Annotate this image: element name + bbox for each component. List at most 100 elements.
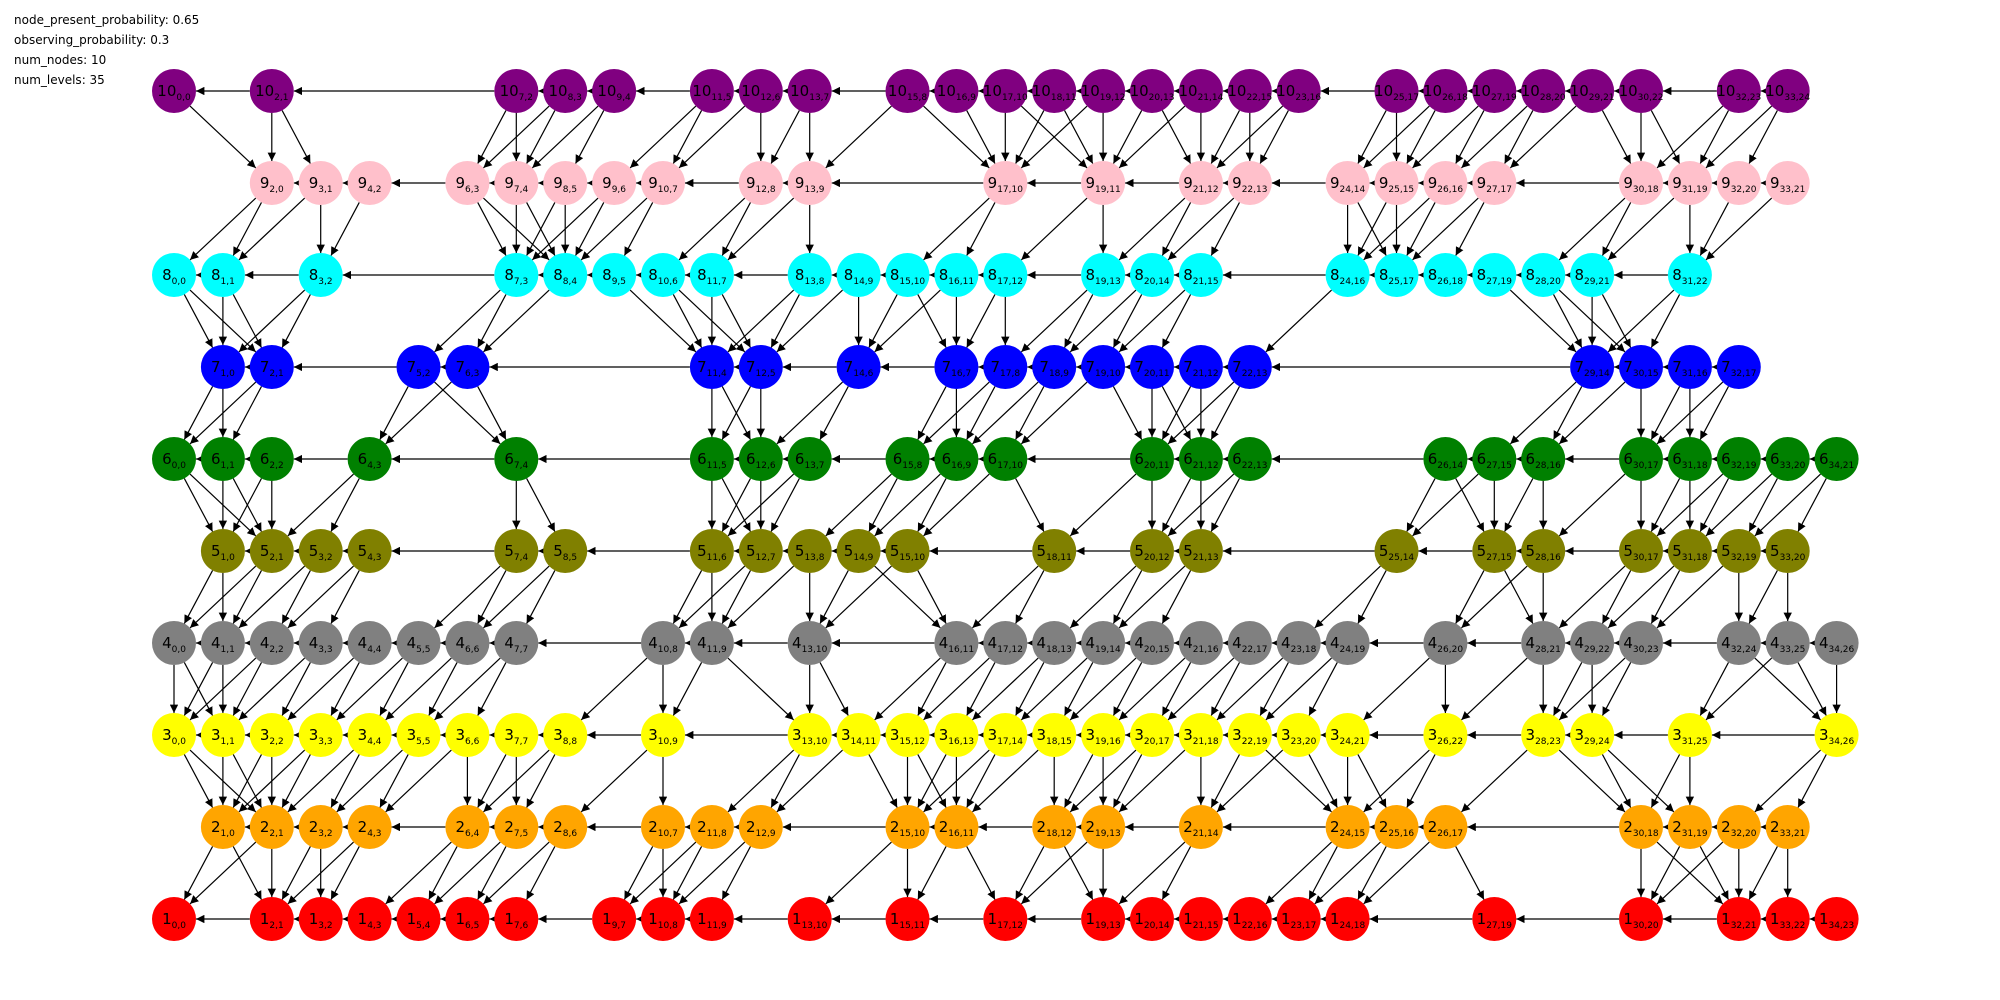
edge-cross-6-22-to-5-21 [1210, 478, 1241, 532]
node-circle [983, 161, 1028, 205]
edge-cross-5-27-to-4-26 [1455, 570, 1485, 624]
edge-cross-7-5-to-6-7 [434, 381, 501, 445]
edge-cross-6-12-to-5-11 [721, 478, 752, 532]
edge-cross-10-20-to-9-21 [1161, 110, 1192, 164]
edge-cross-2-16-to-1-17 [966, 846, 996, 900]
edge-cross-3-22-to-2-24 [1265, 749, 1332, 813]
graph-node-9-30-18: 930,18 [1619, 161, 1663, 205]
edge-cross-10-18-to-9-17 [1015, 110, 1045, 164]
node-label: 31,1 [211, 726, 235, 747]
node-circle [738, 69, 783, 113]
graph-node-8-19-13: 819,13 [1081, 253, 1126, 297]
edge-cross-9-27-to-8-25 [1412, 197, 1479, 261]
node-label: 21,0 [211, 818, 235, 839]
edge-cross-4-10-to-3-8 [580, 657, 648, 721]
edge-cross-10-27-to-9-26 [1455, 110, 1485, 164]
edge-cross-7-17-to-6-16 [966, 386, 996, 440]
graph-node-8-21-15: 821,15 [1178, 253, 1223, 297]
node-circle [1472, 161, 1517, 205]
graph-node-10-33-24: 1033,24 [1765, 69, 1810, 113]
edge-cross-4-32-to-3-31 [1699, 662, 1730, 716]
node-circle [885, 713, 930, 757]
node-label: 328,23 [1526, 726, 1561, 747]
edge-cross-2-8-to-1-6 [483, 841, 550, 905]
node-circle [1814, 437, 1859, 481]
node-label: 410,8 [648, 634, 678, 655]
node-label: 317,14 [988, 726, 1024, 747]
node-label: 219,13 [1085, 818, 1120, 839]
node-label: 1027,19 [1472, 82, 1517, 103]
edge-cross-10-28-to-9-27 [1504, 110, 1534, 164]
edge-cross-9-10-to-8-8 [580, 197, 648, 261]
edge-cross-6-17-to-5-18 [1015, 478, 1045, 532]
node-label: 22,1 [260, 818, 284, 839]
node-circle [885, 437, 930, 481]
graph-node-2-26-17: 226,17 [1423, 805, 1468, 849]
graph-node-4-29-22: 429,22 [1570, 621, 1615, 665]
graph-node-7-14-6: 714,6 [836, 345, 881, 389]
graph-node-6-17-10: 617,10 [983, 437, 1028, 481]
node-label: 123,17 [1281, 910, 1316, 931]
node-label: 83,2 [309, 266, 333, 287]
graph-node-8-10-6: 810,6 [641, 253, 685, 297]
graph-node-10-16-9: 1016,9 [934, 69, 979, 113]
node-label: 80,0 [162, 266, 186, 287]
node-circle [200, 529, 245, 573]
edge-cross-8-7-to-7-6 [477, 294, 507, 348]
edge-cross-6-33-to-5-32 [1748, 478, 1778, 532]
graph-node-5-11-6: 511,6 [689, 529, 734, 573]
node-label: 321,18 [1183, 726, 1219, 747]
graph-node-9-32-20: 932,20 [1716, 161, 1761, 205]
graph-node-5-2-1: 52,1 [249, 529, 294, 573]
graph-node-8-27-19: 827,19 [1472, 253, 1517, 297]
graph-node-8-9-5: 89,5 [592, 253, 637, 297]
edge-cross-2-21-to-1-19 [1118, 841, 1186, 905]
node-circle [787, 253, 832, 297]
graph-node-4-28-21: 428,21 [1521, 621, 1566, 665]
graph-node-10-26-18: 1026,18 [1423, 69, 1468, 113]
node-label: 921,12 [1183, 174, 1218, 195]
graph-node-2-33-21: 233,21 [1765, 805, 1810, 849]
node-label: 43,3 [309, 634, 333, 655]
edge-cross-7-14-to-6-13 [819, 386, 849, 440]
graph-node-3-24-21: 324,21 [1325, 713, 1370, 757]
node-circle [543, 805, 588, 849]
graph-node-1-21-15: 121,15 [1178, 897, 1223, 941]
node-label: 520,12 [1134, 542, 1169, 563]
edge-cross-2-25-to-1-23 [1314, 841, 1381, 905]
edge-cross-10-33-to-9-32 [1748, 110, 1778, 164]
graph-node-4-10-8: 410,8 [641, 621, 685, 665]
node-circle [1032, 69, 1077, 113]
edge-cross-2-12-to-1-11 [721, 846, 752, 900]
graph-node-1-27-19: 127,19 [1472, 897, 1517, 941]
edge-cross-5-1-to-4-0 [183, 570, 214, 624]
edge-cross-3-29-to-2-31 [1607, 749, 1675, 813]
node-circle [1081, 253, 1126, 297]
node-label: 326,22 [1428, 726, 1463, 747]
graph-node-5-15-10: 515,10 [885, 529, 930, 573]
node-circle [1178, 713, 1223, 757]
edge-cross-4-33-to-3-31 [1705, 657, 1773, 721]
node-circle [1178, 897, 1223, 941]
node-circle [1619, 529, 1663, 573]
graph-node-1-15-11: 115,11 [885, 897, 930, 941]
node-circle [1130, 529, 1174, 573]
node-label: 717,8 [991, 358, 1021, 379]
param-num-nodes: num_nodes: 10 [14, 53, 107, 67]
node-label: 310,9 [648, 726, 678, 747]
node-label: 828,20 [1526, 266, 1562, 287]
node-label: 433,25 [1770, 634, 1805, 655]
node-circle [200, 437, 245, 481]
graph-node-5-3-2: 53,2 [298, 529, 343, 573]
node-circle [347, 713, 392, 757]
node-circle [689, 897, 734, 941]
edge-cross-6-22-to-5-20 [1167, 473, 1235, 537]
edge-cross-8-3-to-7-2 [281, 294, 311, 348]
node-label: 212,9 [746, 818, 776, 839]
edge-cross-6-33-to-5-31 [1705, 473, 1773, 537]
graph-node-4-7-7: 47,7 [494, 621, 539, 665]
node-circle [1423, 713, 1468, 757]
node-circle [1716, 529, 1761, 573]
